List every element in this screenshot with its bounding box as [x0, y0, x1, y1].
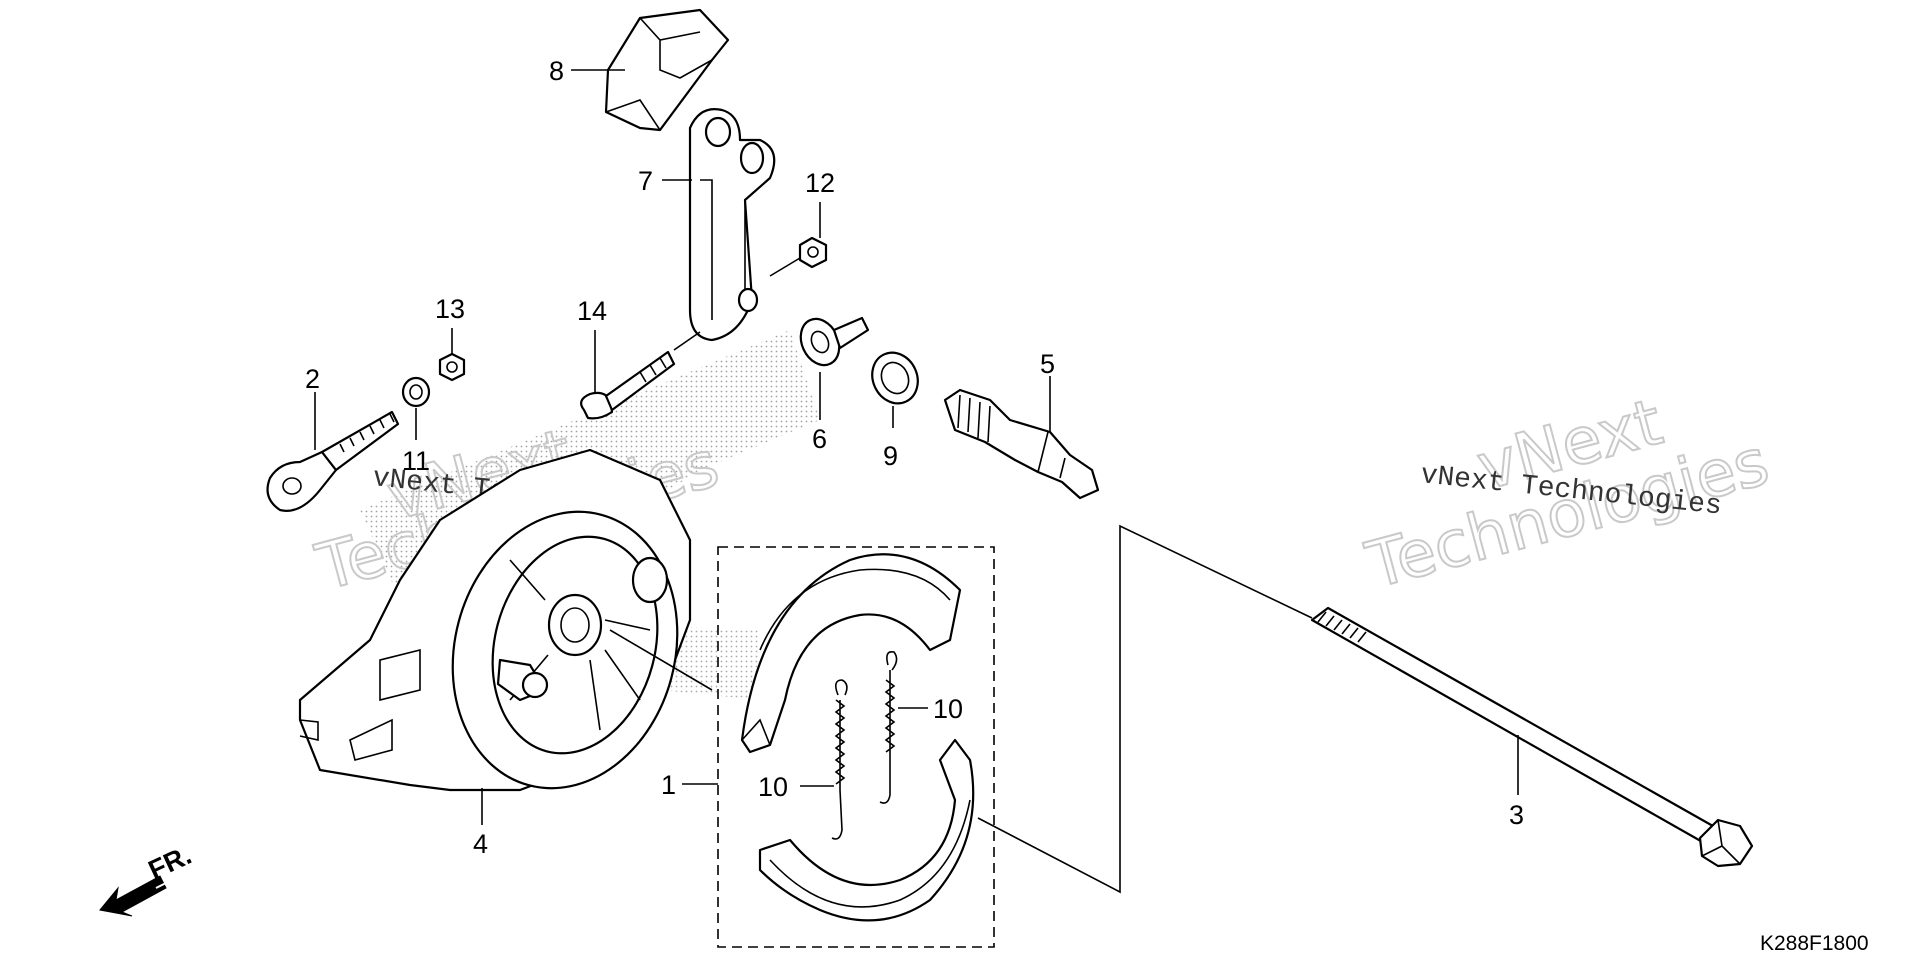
callout-1: 1 — [661, 770, 676, 800]
part-10-spring-left — [831, 679, 848, 840]
part-1-brake-shoe-upper — [740, 553, 962, 754]
callout-5: 5 — [1040, 349, 1055, 379]
callout-9: 9 — [883, 441, 898, 471]
part-13-nut — [438, 352, 466, 382]
part-12-nut — [798, 236, 828, 269]
part-7-brake-arm — [688, 108, 776, 342]
part-1-brake-shoe-lower — [758, 738, 975, 922]
part-4-brake-panel — [298, 448, 692, 792]
callout-6: 6 — [812, 424, 827, 454]
part-1-group-box — [717, 546, 995, 948]
part-8-cover — [604, 8, 730, 132]
part-2-adjuster — [266, 410, 400, 512]
part-14-bolt — [580, 350, 676, 420]
callout-8: 8 — [549, 56, 564, 86]
leader-shoe-to-panel — [609, 629, 713, 691]
diagram-code: K288F1800 — [1760, 932, 1869, 955]
callout-2: 2 — [305, 364, 320, 394]
part-9-seal — [871, 351, 919, 405]
leader-14-axis — [673, 331, 701, 351]
leader-axle-bracket — [977, 524, 1313, 894]
part-6-indicator — [799, 316, 870, 367]
leader-12-axis — [769, 257, 801, 277]
callout-12: 12 — [805, 168, 835, 198]
callout-7: 7 — [638, 166, 653, 196]
callout-10-left: 10 — [758, 772, 788, 802]
part-11-nut — [401, 376, 431, 408]
callout-11: 11 — [402, 446, 430, 476]
callout-14: 14 — [577, 296, 607, 326]
part-3-axle — [1310, 606, 1754, 868]
callout-10-right: 10 — [933, 694, 963, 724]
callout-13: 13 — [435, 294, 465, 324]
callout-4: 4 — [473, 829, 488, 859]
forward-arrow-icon — [99, 867, 169, 917]
callout-3: 3 — [1509, 800, 1524, 830]
part-10-spring-right — [879, 650, 898, 804]
part-5-cam — [943, 388, 1100, 500]
